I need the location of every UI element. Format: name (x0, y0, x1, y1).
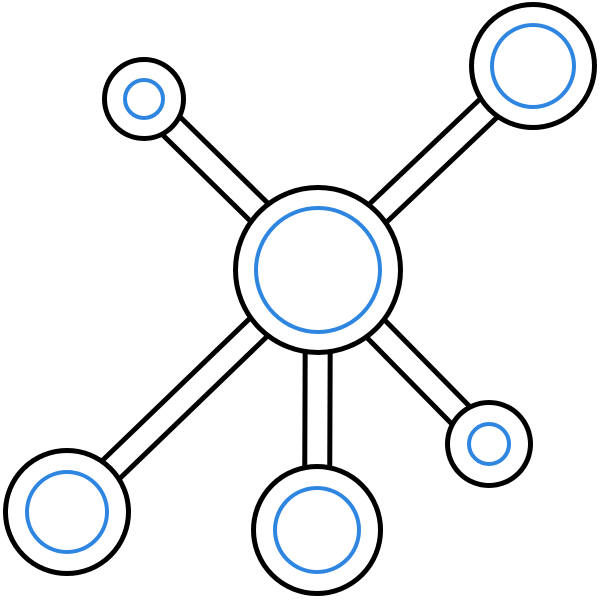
node-bottom-left-inner-ring (25, 470, 109, 554)
node-bottom-center-inner-ring (273, 486, 361, 574)
node-top-right (469, 2, 597, 130)
node-bottom-right (445, 400, 533, 488)
node-hub (233, 185, 403, 355)
node-hub-inner-ring (254, 206, 382, 334)
node-bottom-left (3, 448, 131, 576)
node-bottom-center (251, 464, 383, 596)
node-top-left (102, 57, 186, 141)
node-top-left-inner-ring (123, 78, 165, 120)
node-bottom-right-inner-ring (467, 422, 511, 466)
node-top-right-inner-ring (490, 23, 576, 109)
